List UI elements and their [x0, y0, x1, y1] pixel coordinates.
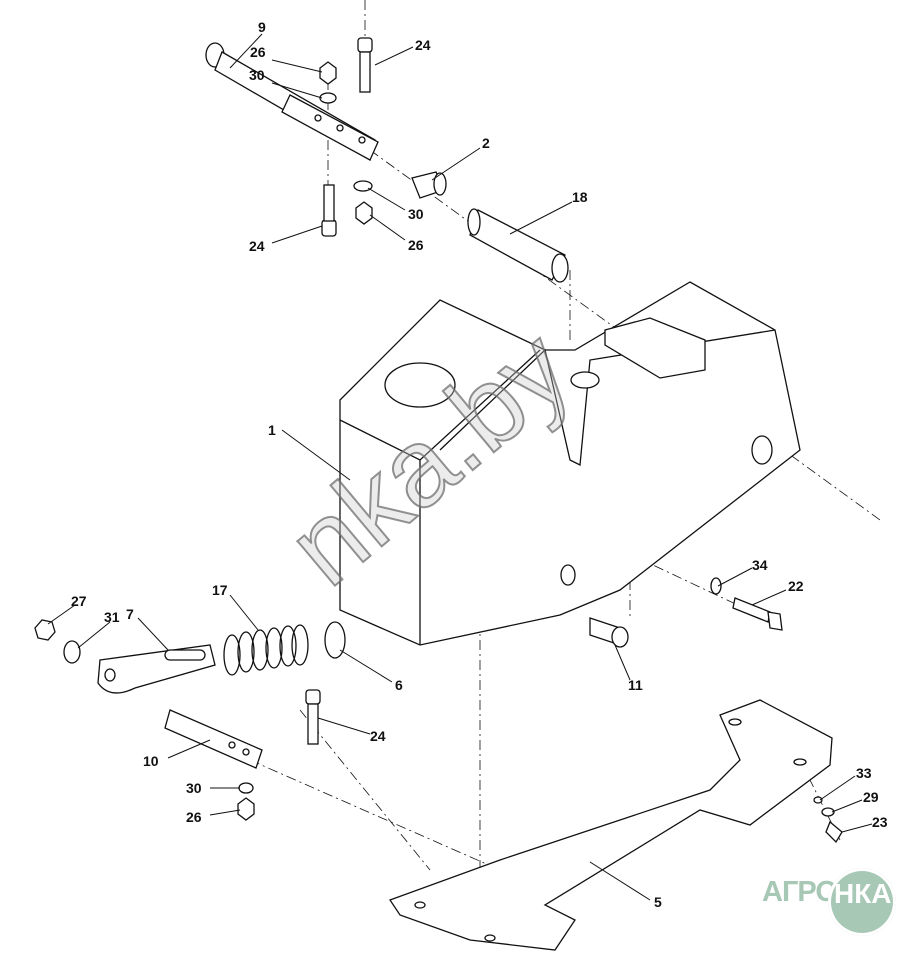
bolt-24-low: [305, 689, 321, 745]
callout-34: 34: [752, 557, 768, 573]
callout-27: 27: [71, 593, 87, 609]
callout-18: 18: [572, 189, 588, 205]
callout-26: 26: [250, 44, 266, 60]
callout-22: 22: [788, 578, 804, 594]
callout-26: 26: [186, 809, 202, 825]
callout-30: 30: [249, 67, 265, 83]
callout-7: 7: [126, 606, 134, 622]
callout-17: 17: [212, 582, 228, 598]
callout-24: 24: [370, 728, 386, 744]
callout-30: 30: [408, 206, 424, 222]
callout-23: 23: [872, 814, 888, 830]
spring-17: [223, 624, 309, 676]
callout-6: 6: [395, 677, 403, 693]
callout-11: 11: [628, 677, 643, 693]
callout-29: 29: [863, 789, 879, 805]
logo-circle: НКА: [828, 868, 896, 936]
bolt-24-top: [357, 37, 373, 93]
washer-30: [319, 92, 337, 104]
part-9-pin: [205, 42, 379, 161]
callout-26: 26: [408, 237, 424, 253]
logo-text: АГРО: [762, 876, 838, 908]
callout-2: 2: [482, 135, 490, 151]
callout-30: 30: [186, 780, 202, 796]
callout-10: 10: [143, 753, 159, 769]
leader-lines: [47, 33, 873, 901]
logo-circle-text: НКА: [834, 878, 892, 909]
callout-31: 31: [104, 609, 120, 625]
part-1-housing: [339, 281, 801, 646]
callout-5: 5: [654, 894, 662, 910]
callout-33: 33: [856, 765, 872, 781]
callout-1: 1: [268, 422, 276, 438]
callout-9: 9: [258, 19, 266, 35]
callout-24: 24: [415, 37, 431, 53]
nut-26: [319, 61, 337, 85]
callout-24: 24: [249, 238, 265, 254]
bolt-24-mid: [321, 184, 337, 237]
